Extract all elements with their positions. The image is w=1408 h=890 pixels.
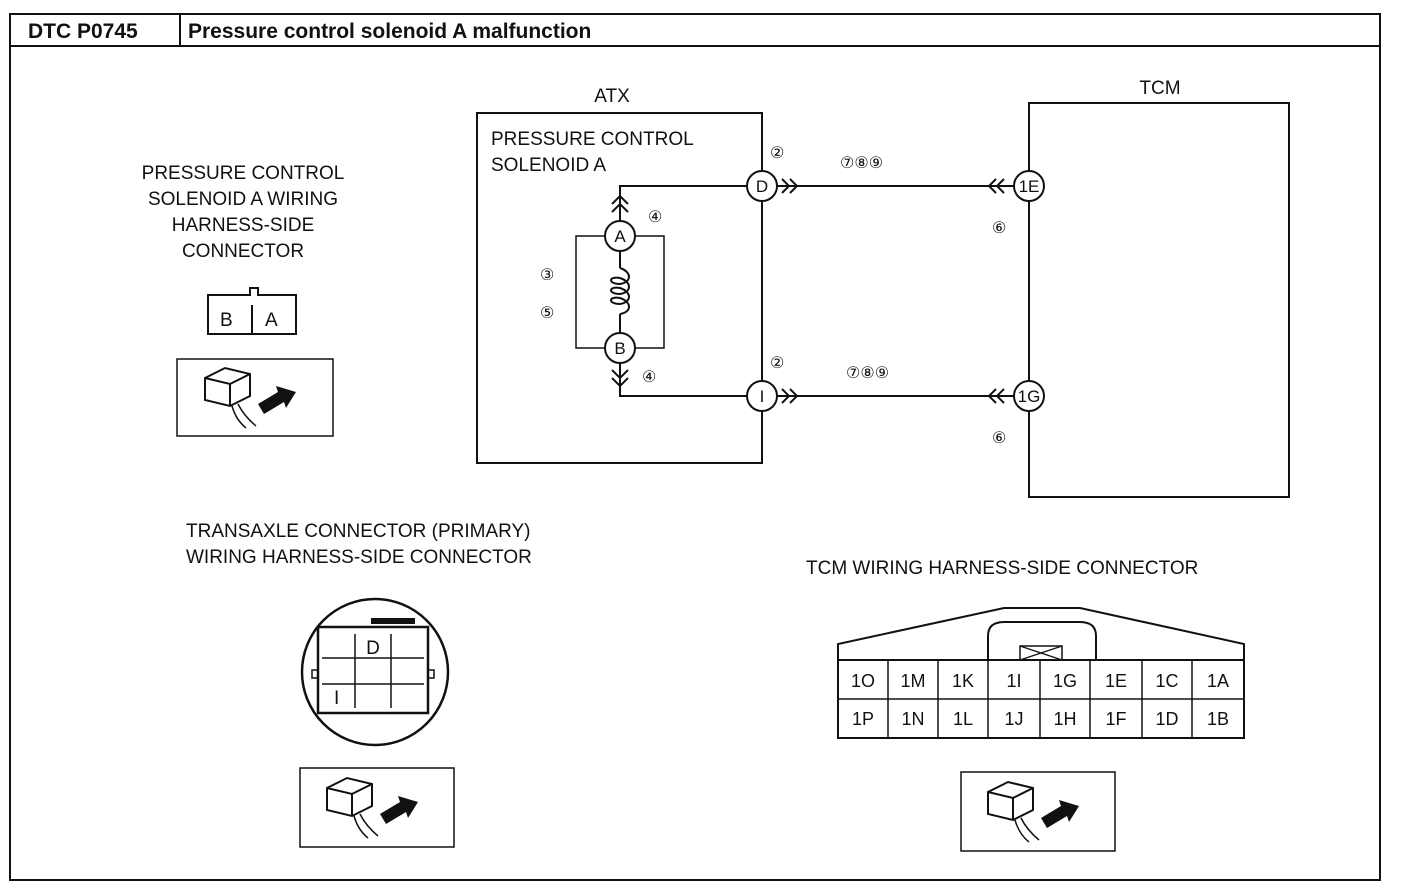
tcm-pin-1m: 1M: [900, 671, 925, 691]
connector-mark-1e: [987, 178, 1005, 194]
ref-terminal-a: ④: [648, 209, 662, 226]
atx-box: [476, 112, 763, 464]
ref-wire-top-mid: ⑦⑧⑨: [840, 155, 883, 172]
left-connector-label: PRESSURE CONTROL SOLENOID A WIRING HARNE…: [142, 163, 345, 262]
svg-text:D: D: [756, 177, 768, 196]
bypass-left: [575, 235, 620, 349]
tcm-pin-1e: 1E: [1105, 671, 1127, 691]
ref-terminal-b: ④: [642, 369, 656, 386]
transaxle-label-line-2: WIRING HARNESS-SIDE CONNECTOR: [186, 547, 532, 568]
tcm-connector-label: TCM WIRING HARNESS-SIDE CONNECTOR: [806, 558, 1198, 579]
ref-wire-bottom: ②: [770, 355, 784, 372]
ref-coil-2: ⑤: [540, 305, 554, 322]
connector-mark-i: [781, 388, 799, 404]
tcm-pin-1i: 1I: [1006, 671, 1021, 691]
solenoid-harness-connector: B A: [207, 287, 297, 335]
ref-coil-1: ③: [540, 267, 554, 284]
pin-b: B: [220, 310, 233, 331]
left-label-line-2: SOLENOID A WIRING: [148, 189, 338, 210]
tcm-pin-1o: 1O: [851, 671, 875, 691]
svg-text:1E: 1E: [1019, 177, 1040, 196]
terminal-i: I: [746, 380, 778, 412]
tcm-pin-1c: 1C: [1155, 671, 1178, 691]
tcm-connector: 1O 1M 1K 1I 1G 1E 1C 1A 1P 1N 1L 1J 1H 1…: [837, 607, 1245, 739]
tcm-label: TCM: [1139, 78, 1180, 99]
solenoid-label-line-1: PRESSURE CONTROL: [491, 129, 694, 150]
connector-mark-1g: [987, 388, 1005, 404]
tcm-pin-1k: 1K: [952, 671, 974, 691]
svg-text:A: A: [614, 227, 626, 246]
tcm-box: [1028, 102, 1290, 498]
connector-view-icon-3: [960, 771, 1116, 852]
coil: [610, 267, 630, 315]
terminal-b: B: [604, 332, 636, 364]
svg-text:B: B: [614, 339, 625, 358]
wire-a-to-d: [619, 185, 762, 220]
left-label-line-4: CONNECTOR: [182, 241, 304, 262]
pin-a: A: [265, 310, 278, 331]
left-label-line-1: PRESSURE CONTROL: [142, 163, 345, 184]
connector-view-icon: [176, 358, 334, 437]
tcm-pin-1h: 1H: [1053, 709, 1076, 729]
terminal-d: D: [746, 170, 778, 202]
tcm-pin-1j: 1J: [1004, 709, 1023, 729]
connector-view-icon-2: [299, 767, 455, 848]
tcm-pin-1l: 1L: [953, 709, 973, 729]
atx-label: ATX: [594, 86, 630, 107]
dtc-code: DTC P0745: [28, 20, 138, 43]
terminal-1e: 1E: [1013, 170, 1045, 202]
down-arrow-mark: [611, 369, 629, 388]
tcm-pin-1f: 1F: [1105, 709, 1126, 729]
tcm-pin-1b: 1B: [1207, 709, 1229, 729]
wire-b-to-i: [619, 362, 762, 397]
bypass-right: [620, 235, 665, 349]
dtc-title: Pressure control solenoid A malfunction: [188, 20, 591, 43]
ref-tcm-top: ⑥: [992, 220, 1006, 237]
tcm-pin-1n: 1N: [901, 709, 924, 729]
terminal-a: A: [604, 220, 636, 252]
ref-tcm-bottom: ⑥: [992, 430, 1006, 447]
left-label-line-3: HARNESS-SIDE: [172, 215, 315, 236]
ref-wire-bottom-mid: ⑦⑧⑨: [846, 365, 889, 382]
ref-wire-top: ②: [770, 145, 784, 162]
tcm-pin-1g: 1G: [1053, 671, 1077, 691]
transaxle-pin-d: D: [366, 638, 380, 659]
up-arrow-mark: [611, 194, 629, 213]
svg-text:I: I: [760, 387, 765, 406]
transaxle-label-line-1: TRANSAXLE CONNECTOR (PRIMARY): [186, 521, 531, 542]
solenoid-label-line-2: SOLENOID A: [491, 155, 606, 176]
transaxle-pin-i: I: [334, 688, 339, 709]
connector-mark-d: [781, 178, 799, 194]
terminal-1g: 1G: [1013, 380, 1045, 412]
svg-text:1G: 1G: [1018, 387, 1041, 406]
tcm-pin-1a: 1A: [1207, 671, 1229, 691]
outer-frame: [9, 13, 1381, 881]
tcm-pin-1p: 1P: [852, 709, 874, 729]
tcm-pin-1d: 1D: [1155, 709, 1178, 729]
transaxle-connector: D I: [300, 597, 450, 747]
